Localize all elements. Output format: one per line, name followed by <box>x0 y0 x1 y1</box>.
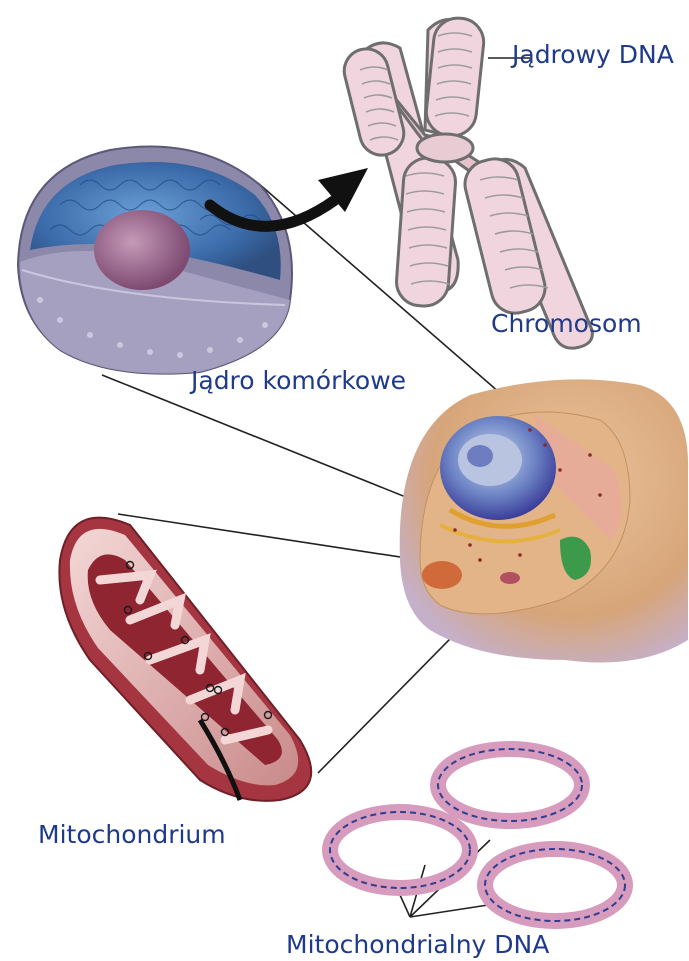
animal-cell-illustration <box>400 379 688 662</box>
label-nucleus: Jądro komórkowe <box>191 366 406 395</box>
label-chromosome: Chromosom <box>491 309 642 338</box>
label-nuclear-dna: Jądrowy DNA <box>512 40 674 69</box>
label-mitochondrial-dna: Mitochondrialny DNA <box>286 930 549 959</box>
label-mitochondrion: Mitochondrium <box>38 820 226 849</box>
mitochondrial-dna-rings <box>330 749 625 921</box>
nucleus-illustration <box>18 147 292 374</box>
mitochondrion-illustration <box>59 518 311 801</box>
